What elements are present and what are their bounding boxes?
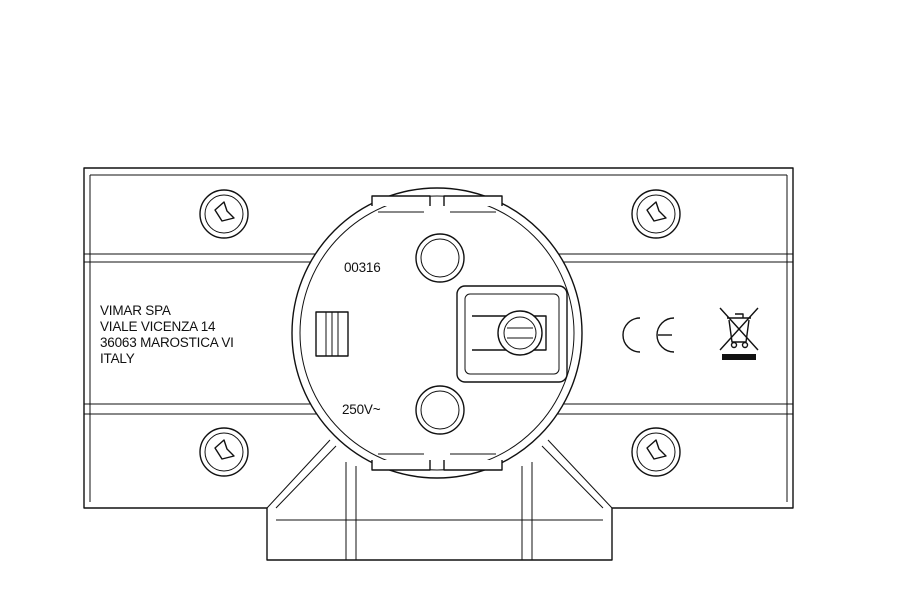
pin-hole-top	[415, 233, 465, 283]
screw-icon	[631, 427, 681, 477]
manufacturer-address: VIMAR SPA VIALE VICENZA 14 36063 MAROSTI…	[100, 303, 234, 366]
weee-crossed-bin-icon	[719, 307, 759, 360]
part-code-label: 00316	[344, 260, 381, 275]
screw-icon	[631, 189, 681, 239]
address-line: VIALE VICENZA 14	[100, 319, 216, 334]
screw-icon	[199, 189, 249, 239]
earth-contact-left	[315, 311, 349, 357]
screw-icon	[199, 427, 249, 477]
ce-mark-icon	[622, 317, 675, 353]
socket-face	[291, 187, 583, 479]
voltage-rating-label: 250V~	[342, 402, 381, 417]
address-line: ITALY	[100, 351, 135, 366]
address-line: VIMAR SPA	[100, 303, 171, 318]
pin-hole-bottom	[415, 385, 465, 435]
shutter-mechanism-right	[456, 285, 568, 383]
address-line: 36063 MAROSTICA VI	[100, 335, 234, 350]
